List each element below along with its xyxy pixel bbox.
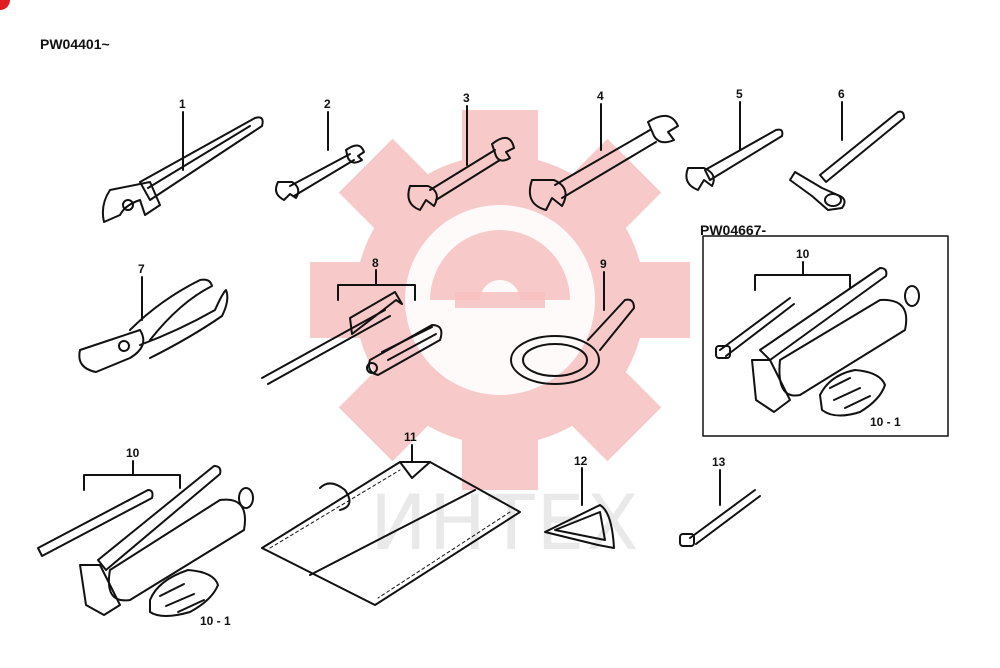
inset-frame [702, 235, 949, 437]
part-label-1: 1 [179, 97, 186, 111]
part-5-open-wrench [685, 101, 784, 191]
part-10-grease-gun [37, 460, 254, 617]
part-7-pliers [78, 276, 229, 373]
part-9-ring-spanner [510, 271, 635, 385]
serial-range-main: PW04401~ [40, 36, 110, 52]
part-3-spanner [407, 105, 515, 211]
part-label-13: 13 [712, 455, 726, 469]
part-label-7: 7 [138, 262, 145, 276]
part-4-spanner [528, 103, 679, 211]
part-label-6: 6 [838, 87, 845, 101]
part-label-10-1: 10 - 1 [200, 614, 231, 628]
part-label-10: 10 [126, 446, 140, 460]
part-8-screwdriver [261, 269, 443, 385]
part-6-box-wrench [789, 101, 905, 211]
part-label-8: 8 [372, 256, 379, 270]
part-label-10-inset: 10 [796, 247, 810, 261]
part-2-spanner [275, 111, 365, 201]
serial-range-inset: PW04667- [700, 222, 767, 238]
part-label-5: 5 [736, 87, 743, 101]
part-11-tool-bag [261, 444, 521, 606]
corner-badge [0, 0, 10, 10]
part-label-11: 11 [404, 430, 417, 444]
part-label-10-1-inset: 10 - 1 [870, 415, 901, 429]
part-10-grease-gun-inset [715, 261, 920, 417]
part-label-12: 12 [574, 454, 588, 468]
part-label-2: 2 [324, 97, 331, 111]
part-label-9: 9 [600, 257, 607, 271]
part-label-4: 4 [597, 89, 604, 103]
part-12-warning-triangle [544, 467, 615, 549]
part-1-adjustable-wrench [101, 111, 264, 223]
part-label-3: 3 [463, 91, 470, 105]
part-13-nozzle [679, 469, 761, 547]
